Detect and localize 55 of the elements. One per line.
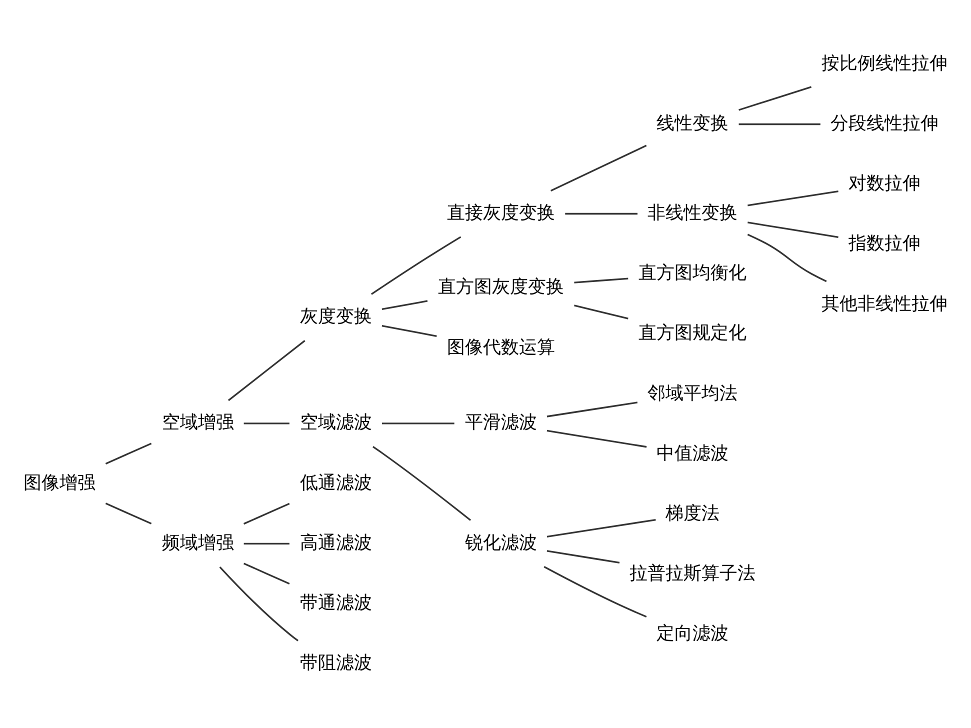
connector [574,304,628,320]
connector [546,518,656,538]
node-text: 频域增强 [162,532,234,554]
node-text: 高通滤波 [300,532,372,554]
connector [105,502,152,524]
connector [546,402,638,418]
node-text: 非线性变换 [648,202,738,224]
node-text: 低通滤波 [300,472,372,494]
connector [546,550,620,564]
node-text: 图像代数运算 [446,336,555,358]
connector [243,562,290,584]
connector [738,86,812,111]
node-text: 直接灰度变换 [446,202,555,224]
node-text: 空域滤波 [300,412,372,434]
node-text: 直方图灰度变换 [438,276,564,298]
node-text: 灰度变换 [300,306,372,328]
connector [105,442,152,464]
connector [738,123,820,126]
node-text: 中值滤波 [656,442,729,464]
connector [382,324,437,337]
connector [574,278,628,284]
node-text: 分段线性拉伸 [830,112,938,134]
node-text: 带阻滤波 [300,652,372,674]
node-text: 定向滤波 [656,623,729,644]
connector [243,502,290,525]
node-text: 对数拉伸 [848,173,920,194]
node-text: 邻域平均法 [648,382,738,404]
connector [370,236,462,295]
connector [550,144,647,192]
connector [546,430,647,448]
node-text: 其他非线性拉伸 [821,293,948,314]
node-text: 线性变换 [656,112,729,134]
node-text: 图像增强 [24,472,96,494]
connector [747,234,827,282]
connector [244,422,290,424]
connector [565,212,638,215]
connector [748,222,838,238]
connector [382,422,454,424]
node-text: 直方图规定化 [638,322,747,344]
node-text: 平滑滤波 [464,412,537,434]
connector [244,542,290,544]
connector [544,566,647,618]
node-text: 直方图均衡化 [638,262,747,284]
connector [228,340,306,402]
connector [382,300,428,310]
node-text: 带通滤波 [300,592,372,614]
connector [219,566,298,642]
node-text: 指数拉伸 [848,233,920,254]
node-text: 梯度法 [666,502,720,524]
connector [748,190,838,206]
connector [372,446,472,521]
node-text: 锐化滤波 [464,532,537,554]
node-text: 空域增强 [162,412,234,434]
node-text: 按比例线性拉伸 [821,52,948,74]
node-text: 拉普拉斯算子法 [630,563,756,584]
